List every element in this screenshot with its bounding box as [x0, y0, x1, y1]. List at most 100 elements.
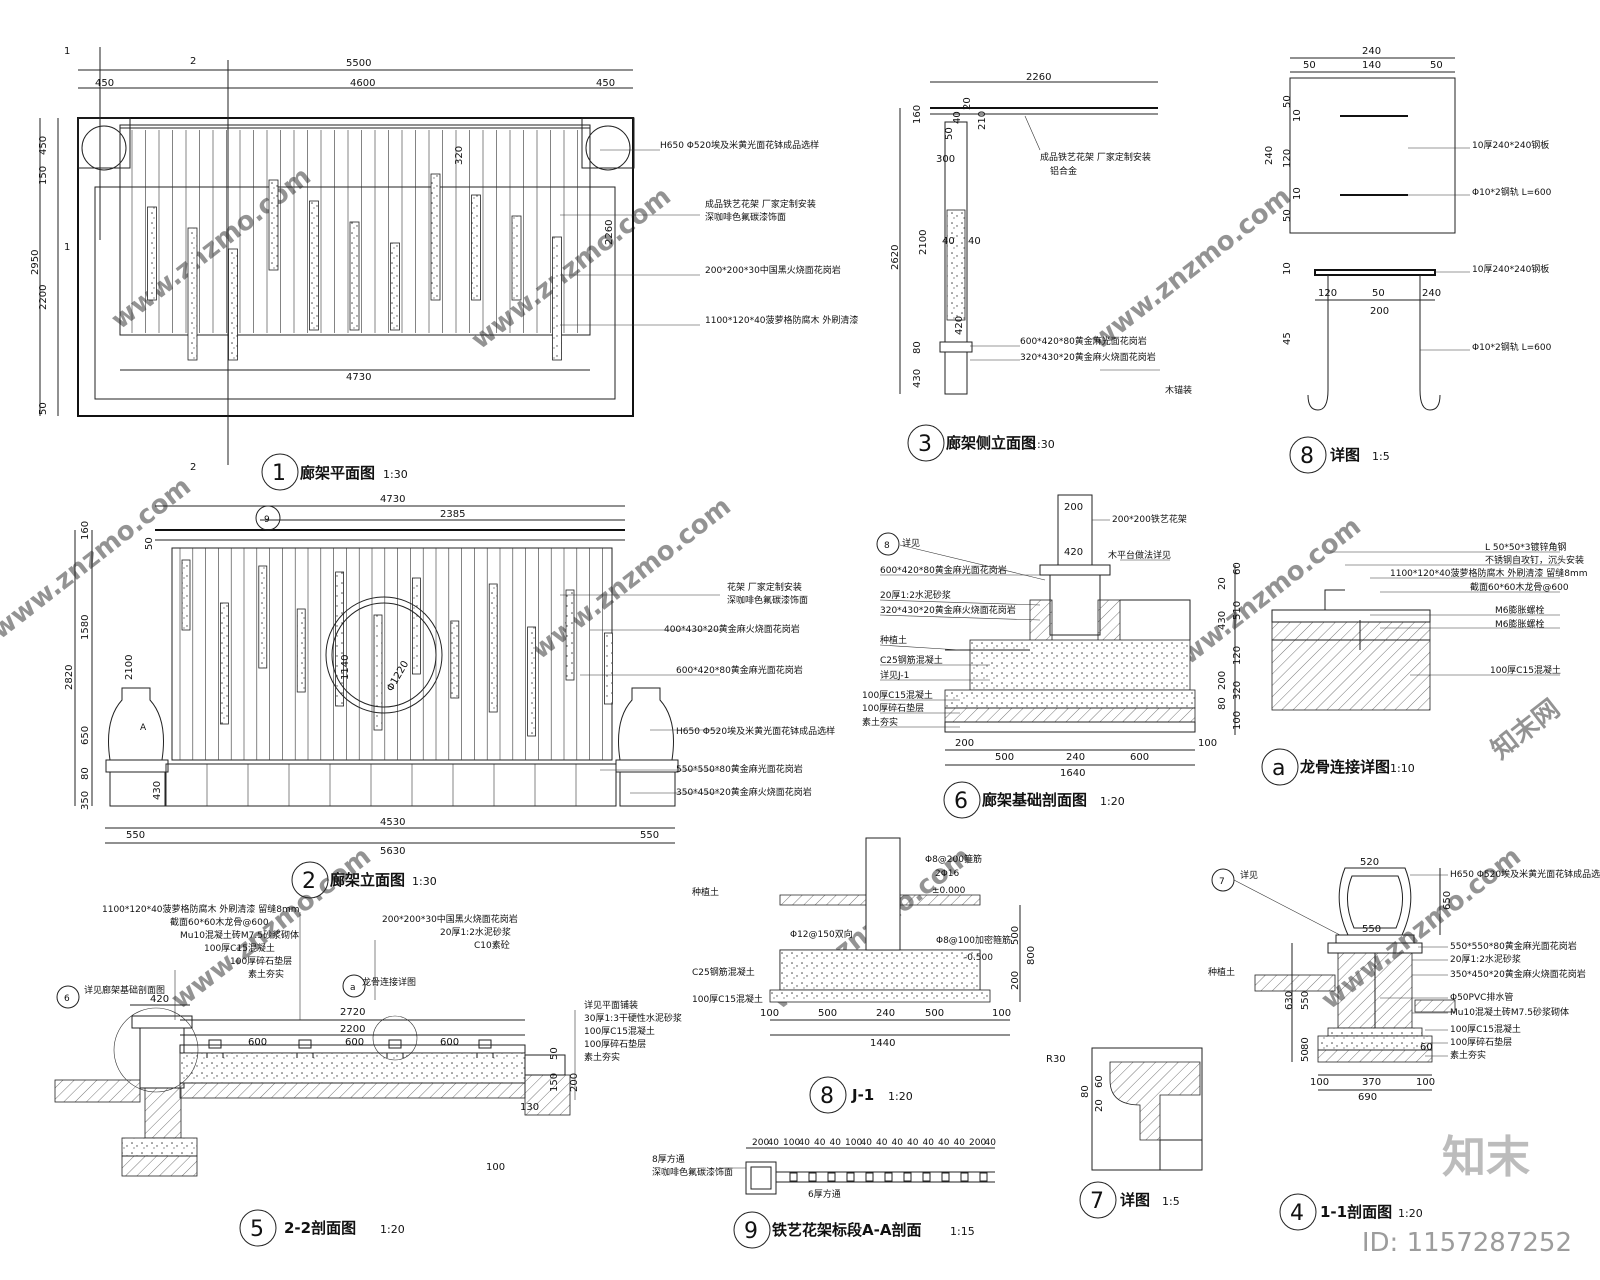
section22-note: 100厚C15混凝土: [204, 942, 275, 954]
detail8-dim: 140: [1362, 60, 1381, 71]
plan-dim: 2: [190, 56, 196, 67]
section22-note: 100厚C15混凝土: [584, 1025, 655, 1037]
section22-label: 6: [64, 994, 70, 1004]
foundation-note: C25钢筋混凝土: [880, 654, 943, 666]
section22-note: C10素砼: [474, 939, 510, 951]
elevation-stone-strip: [565, 589, 575, 681]
plan-dim: 5500: [346, 58, 371, 69]
aa-dim: 40: [830, 1138, 842, 1148]
j1-dim: Φ8@100加密箍筋: [936, 934, 1011, 946]
elevation-dim: 50: [144, 537, 155, 550]
detail7-dim: 60: [1094, 1075, 1105, 1088]
elevation-dim: 2100: [124, 655, 135, 680]
plan-stone-strip: [309, 200, 319, 331]
side-note: 600*420*80黄金麻光面花岗岩: [1020, 335, 1147, 347]
section11-dim: 100: [1310, 1077, 1329, 1088]
aa-dim: 100: [783, 1138, 800, 1148]
section22-dim: 600: [248, 1037, 267, 1048]
elevation-scale: 1:30: [412, 875, 437, 888]
aa-note: 6厚方通: [808, 1188, 841, 1200]
foundation-dim: 200: [1217, 671, 1228, 690]
plan-stone-strip: [349, 221, 360, 331]
aa-dim: 40: [907, 1138, 919, 1148]
section22-title: 2-2剖面图: [284, 1219, 356, 1237]
section11-dim: 100: [1416, 1077, 1435, 1088]
detail8-title-number: 8: [1300, 444, 1314, 469]
foundation-dim: 200: [955, 738, 974, 749]
tube-section: [979, 1172, 988, 1182]
watermark: www.znzmo.com: [466, 182, 677, 356]
section-joist: [208, 1039, 222, 1049]
side-dim: 210: [977, 111, 988, 130]
detail8-dim: 240: [1422, 288, 1441, 299]
section11-note: 种植土: [1208, 966, 1235, 978]
detail7-title: 详图: [1120, 1191, 1150, 1209]
j1-note: 种植土: [692, 886, 719, 898]
section11-dim: 550: [1362, 924, 1381, 935]
detail8-note: Φ10*2钢轨 L=600: [1472, 341, 1552, 353]
plan-stone-strip: [552, 236, 562, 361]
keel-title-number: a: [1272, 756, 1285, 781]
plate-detail-view: 240 50 140 50 50 120 50 240 10 10 10厚240…: [1264, 46, 1552, 474]
aa-dim: 200: [969, 1138, 986, 1148]
coping-detail-view: R30 80 60 20 7 详图 1:5: [1046, 1047, 1203, 1219]
foundation-dim: 420: [1064, 547, 1083, 558]
elevation-title-number: 2: [302, 869, 316, 894]
detail8-note: 10厚240*240钢板: [1472, 139, 1549, 151]
plan-dim: 450: [38, 136, 49, 155]
foundation-note: 200*200铁艺花架: [1112, 513, 1187, 525]
foundation-dim: 100: [1198, 738, 1217, 749]
section11-dim: 50: [1300, 1049, 1311, 1062]
section11-note: 详见: [1240, 869, 1258, 881]
elevation-dim: 160: [80, 521, 91, 540]
foundation-note: 种植土: [880, 634, 907, 646]
aa-dim: 100: [845, 1138, 862, 1148]
section22-dim: 2200: [340, 1024, 365, 1035]
j1-dim: 2Φ16: [935, 869, 960, 879]
elevation-stone-strip: [488, 583, 498, 713]
detail8-title: 详图: [1330, 446, 1360, 464]
watermark: www.znzmo.com: [1086, 182, 1297, 356]
aa-title: 铁艺花架标段A-A剖面: [772, 1221, 921, 1239]
tube-section: [846, 1172, 855, 1182]
section22-dim: 600: [345, 1037, 364, 1048]
side-dim: 300: [936, 154, 955, 165]
section11-title: 1-1剖面图: [1320, 1203, 1392, 1221]
side-dim: 420: [954, 316, 965, 335]
foundation-title-number: 6: [954, 789, 968, 814]
aa-note: 深咖啡色氟碳漆饰面: [652, 1166, 733, 1178]
section22-dim: 50: [549, 1047, 560, 1060]
section22-note: 截面60*60木龙骨@600: [170, 916, 269, 928]
plan-dim: 2260: [604, 220, 615, 245]
watermark: www.znzmo.com: [526, 492, 737, 666]
section22-note: 龙骨连接详图: [362, 976, 416, 988]
foundation-dim: 500: [995, 752, 1014, 763]
j1-note: C25钢筋混凝土: [692, 966, 755, 978]
section-2-2-view: 420 2720 2200 600 600 600 50 150 200 130…: [54, 903, 682, 1247]
section11-dim: 630: [1284, 991, 1295, 1010]
elevation-note: 550*550*80黄金麻光面花岗岩: [676, 763, 803, 775]
detail8-dim: 50: [1372, 288, 1385, 299]
detail7-scale: 1:5: [1162, 1195, 1180, 1208]
section11-note: 100厚C15混凝土: [1450, 1023, 1521, 1035]
plan-note: 成品铁艺花架 厂家定制安装: [705, 198, 816, 210]
side-dim: 2620: [890, 245, 901, 270]
detail7-dim: 80: [1080, 1085, 1091, 1098]
detail8-dim: 120: [1318, 288, 1337, 299]
elevation-note: 花架 厂家定制安装: [727, 581, 802, 593]
watermark: 知末网: [1486, 694, 1566, 766]
elevation-dim: 5630: [380, 846, 405, 857]
j1-dim: 800: [1026, 946, 1037, 965]
keel-title: 龙骨连接详图: [1299, 758, 1390, 776]
foundation-dim: 320: [1232, 681, 1243, 700]
elevation-stone-strip: [411, 577, 421, 675]
tube-section: [903, 1172, 912, 1182]
plan-title-number: 1: [272, 461, 286, 486]
elevation-dim: 430: [152, 781, 163, 800]
plan-stone-strip: [511, 215, 522, 301]
j1-dim: 1440: [870, 1038, 895, 1049]
section-joist: [298, 1039, 312, 1049]
foundation-dim: 80: [1217, 697, 1228, 710]
j1-title: J-1: [851, 1086, 874, 1104]
